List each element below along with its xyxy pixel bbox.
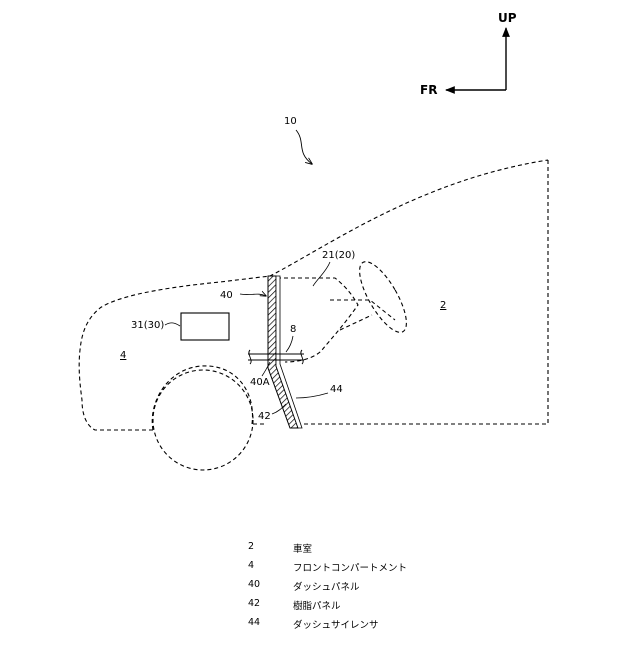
dash-panel-part-label: 40A — [250, 377, 270, 388]
legend-row: 2 車室 — [248, 541, 468, 555]
legend-row: 44 ダッシュサイレンサ — [248, 617, 468, 631]
component-leader — [165, 323, 180, 326]
direction-indicator: UP FR — [420, 11, 517, 97]
legend-text: ダッシュサイレンサ — [293, 617, 379, 631]
legend: 2 車室 4 フロントコンパートメント 40 ダッシュパネル 42 樹脂パネル … — [248, 541, 468, 636]
car-body-outline — [79, 160, 548, 430]
vehicle-leader-arrow — [296, 130, 312, 164]
steering-column — [330, 300, 395, 320]
vehicle-label-group: 10 — [284, 116, 312, 164]
dash-panel-leader — [240, 294, 266, 296]
component-box — [181, 313, 229, 340]
legend-text: フロントコンパートメント — [293, 560, 407, 574]
dash-silencer-label: 44 — [330, 384, 343, 395]
up-label: UP — [498, 11, 517, 25]
member-label: 8 — [290, 324, 296, 335]
legend-number: 42 — [248, 598, 260, 609]
legend-row: 40 ダッシュパネル — [248, 579, 468, 593]
legend-number: 44 — [248, 617, 260, 628]
member-break-left — [249, 350, 251, 364]
vehicle-label: 10 — [284, 116, 297, 127]
legend-number: 4 — [248, 560, 254, 571]
front-wheel — [153, 370, 253, 470]
legend-row: 42 樹脂パネル — [248, 598, 468, 612]
dash-panel-label: 40 — [220, 290, 233, 301]
instrument-panel-outline — [277, 278, 358, 362]
legend-row: 4 フロントコンパートメント — [248, 560, 468, 574]
component-31-group: 31(30) — [131, 313, 229, 340]
member-break-right — [301, 350, 303, 364]
dash-silencer-leader — [296, 393, 328, 398]
member-leader — [286, 336, 293, 352]
legend-number: 2 — [248, 541, 254, 552]
front-label: FR — [420, 83, 437, 97]
vehicle-outline — [79, 160, 548, 470]
component-label: 31(30) — [131, 320, 164, 331]
resin-panel-label: 42 — [258, 411, 271, 422]
steering-wheel — [351, 255, 415, 338]
front-compartment-label: 4 — [120, 350, 126, 361]
legend-text: 車室 — [293, 541, 312, 555]
legend-text: ダッシュパネル — [293, 579, 360, 593]
steering-leader — [313, 262, 330, 286]
front-wheel-arch — [152, 366, 252, 430]
legend-text: 樹脂パネル — [293, 598, 341, 612]
steering-label: 21(20) — [322, 250, 355, 261]
legend-number: 40 — [248, 579, 260, 590]
cabin-label: 2 — [440, 300, 446, 311]
